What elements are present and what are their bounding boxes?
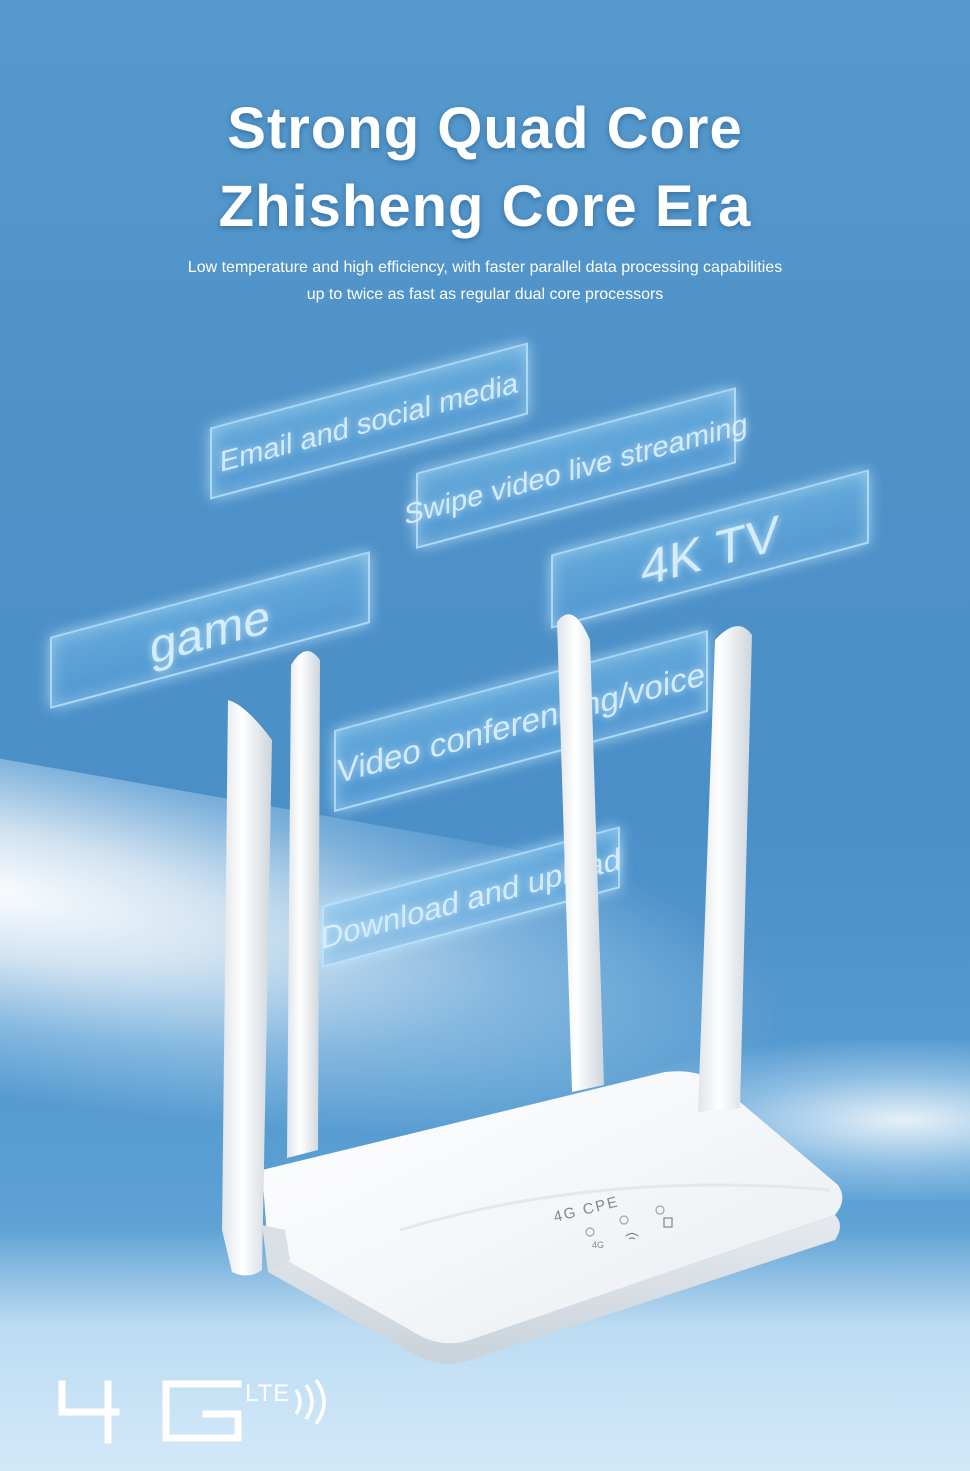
4g-lte-logo [58,1378,326,1444]
lte-label: LTE [245,1380,291,1407]
headline-line-2: Zhisheng Core Era [218,174,752,239]
router-body [262,1071,843,1364]
antenna-front-right [698,626,752,1112]
description-line-1: Low temperature and high efficiency, wit… [187,259,783,276]
antenna-front-left [222,700,290,1276]
router-sim-icon [663,1217,673,1228]
signal-waves-icon [294,1378,326,1426]
description: Low temperature and high efficiency, wit… [0,254,970,308]
description-line-2: up to twice as fast as regular dual core… [306,286,664,303]
router-wifi-icon [625,1232,639,1240]
antenna-rear-right [557,614,604,1092]
antenna-rear-left [287,651,320,1158]
headline: Strong Quad Core Zhisheng Core Era [0,90,970,246]
router-4g-indicator: 4G [592,1240,604,1250]
headline-line-1: Strong Quad Core [227,96,743,161]
